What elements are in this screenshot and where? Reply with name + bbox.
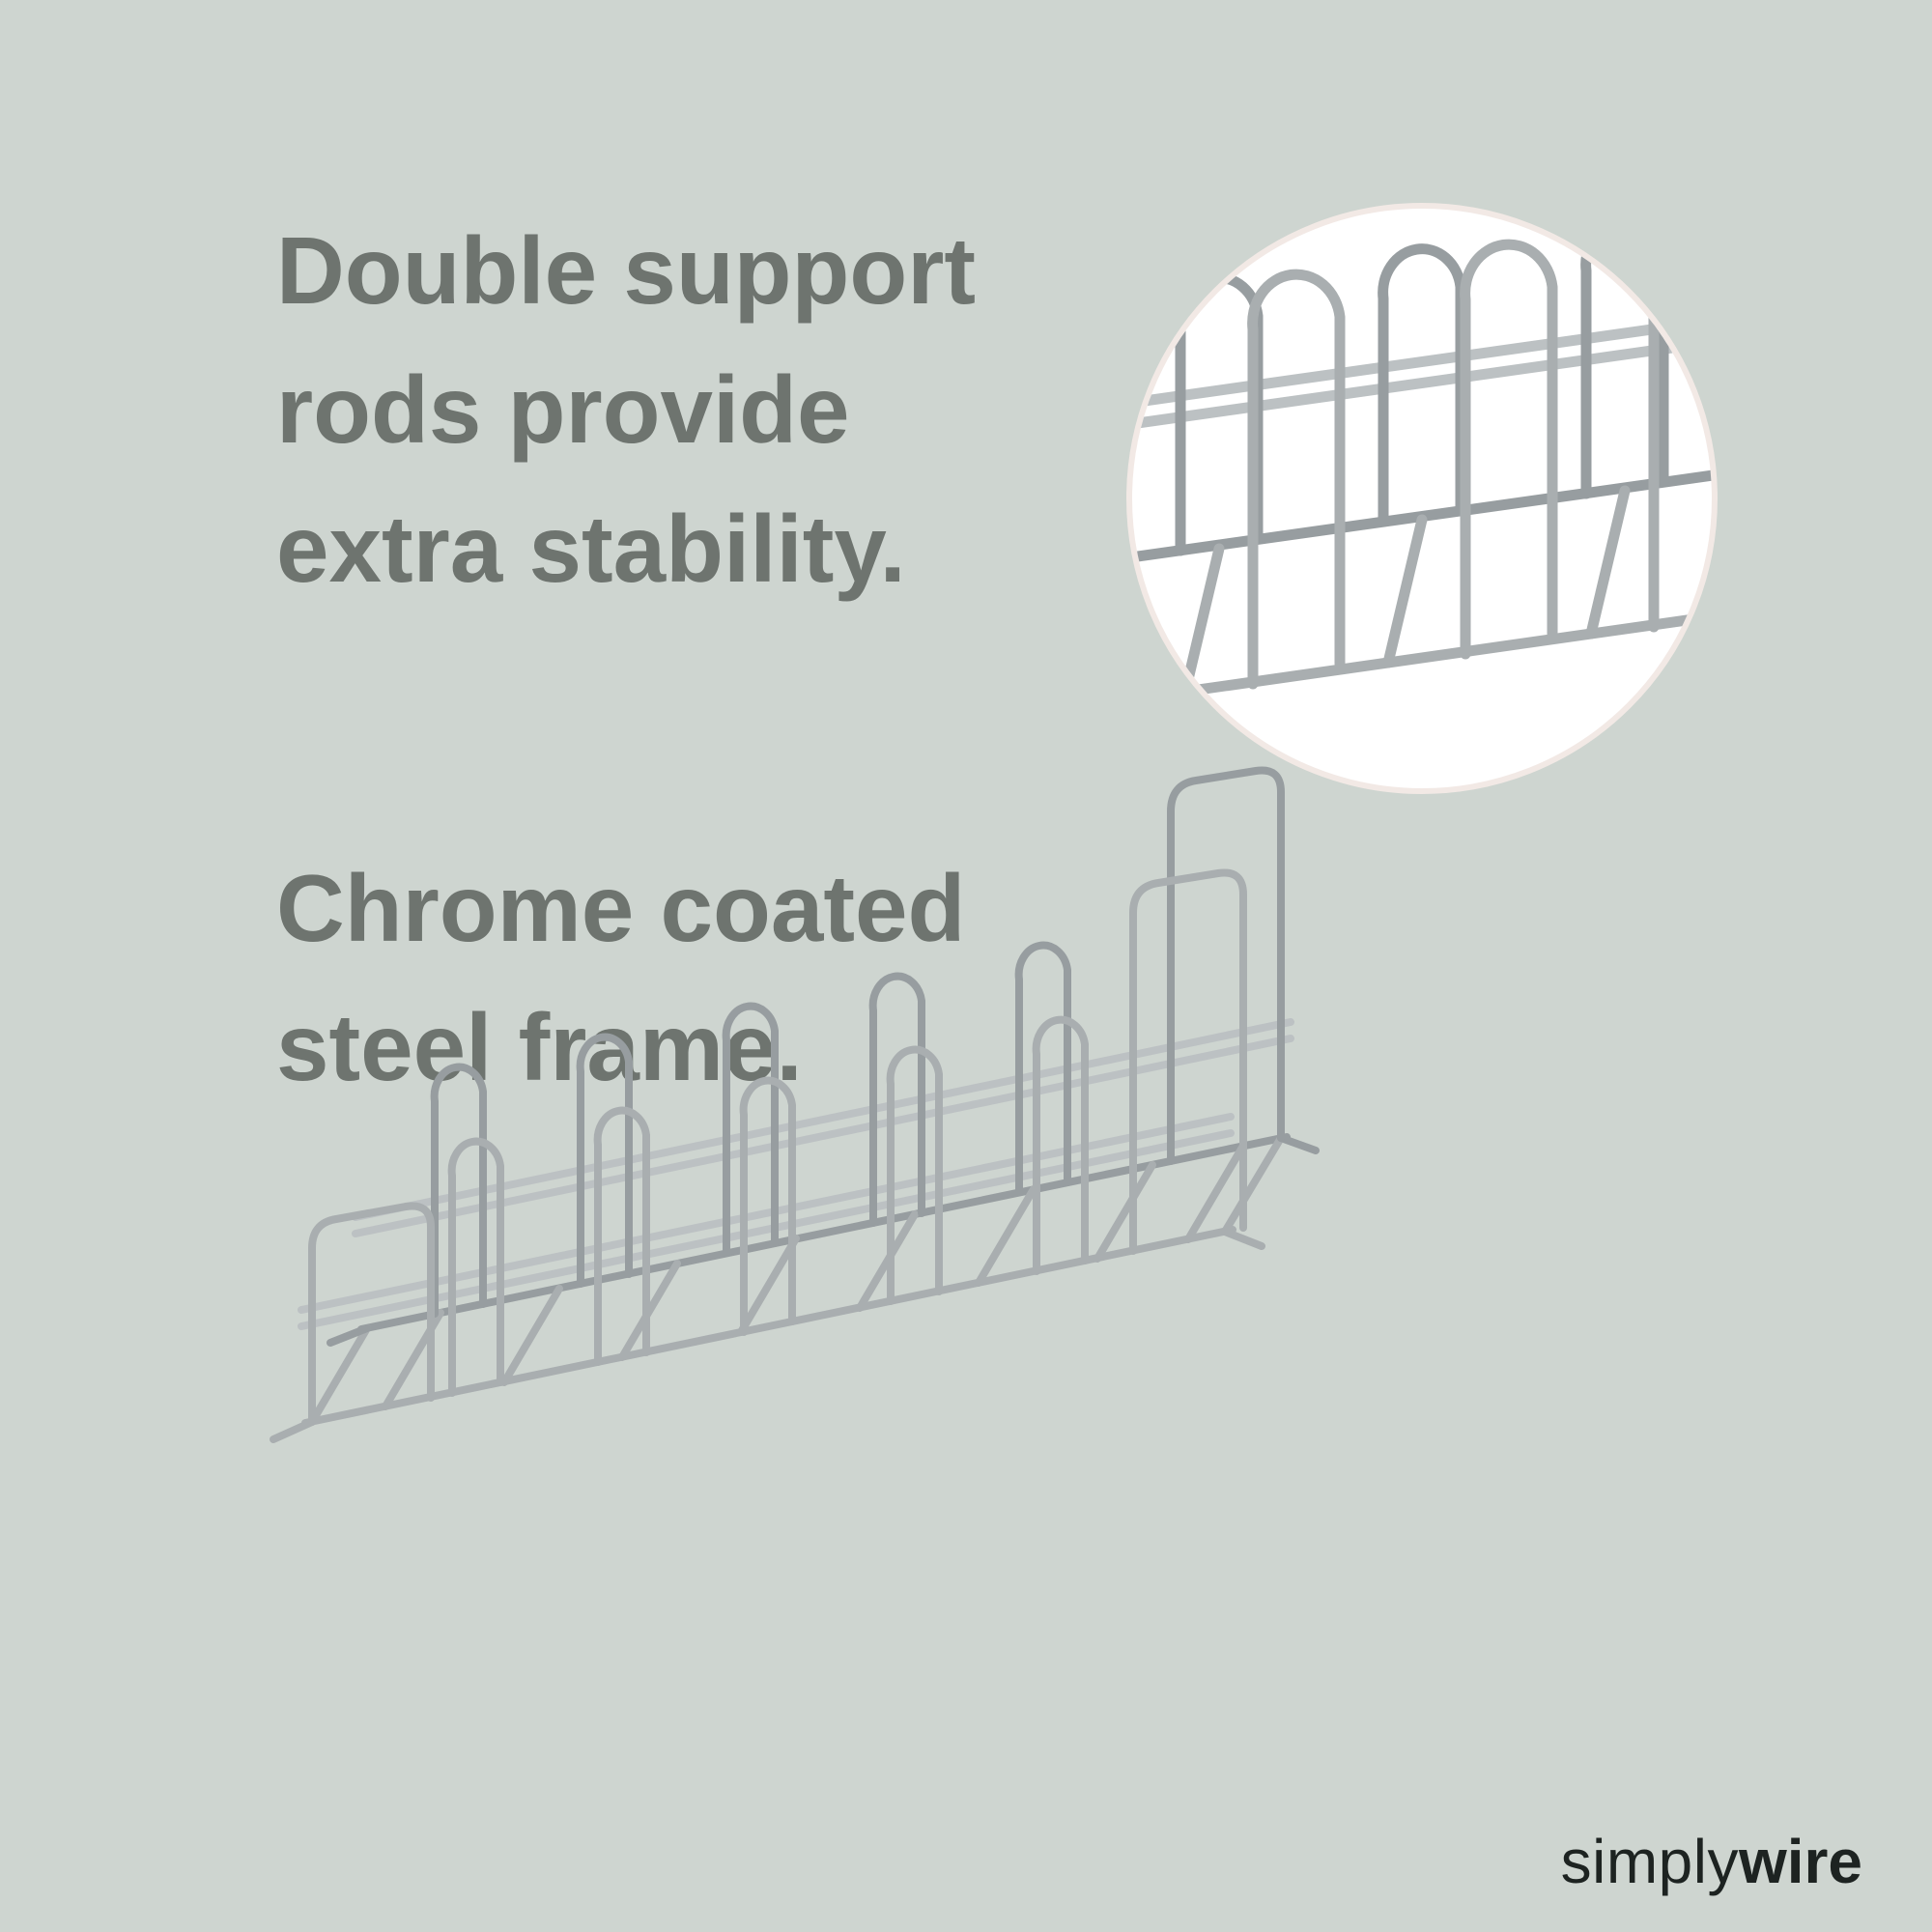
headline-line: steel frame. (276, 994, 803, 1101)
logo-simply: simply (1560, 1827, 1739, 1896)
product-rack-illustration (270, 766, 1320, 1443)
headline-chrome-frame: Chrome coated steel frame. (276, 838, 965, 1117)
headline-line: Double support (276, 217, 977, 324)
brand-logo: simplywire (1561, 1826, 1862, 1897)
headline-line: rods provide (276, 356, 850, 464)
headline-double-support: Double support rods provide extra stabil… (276, 201, 976, 618)
headline-line: Chrome coated (276, 855, 966, 961)
logo-wire: wire (1738, 1827, 1862, 1896)
headline-line: extra stability. (276, 496, 906, 603)
